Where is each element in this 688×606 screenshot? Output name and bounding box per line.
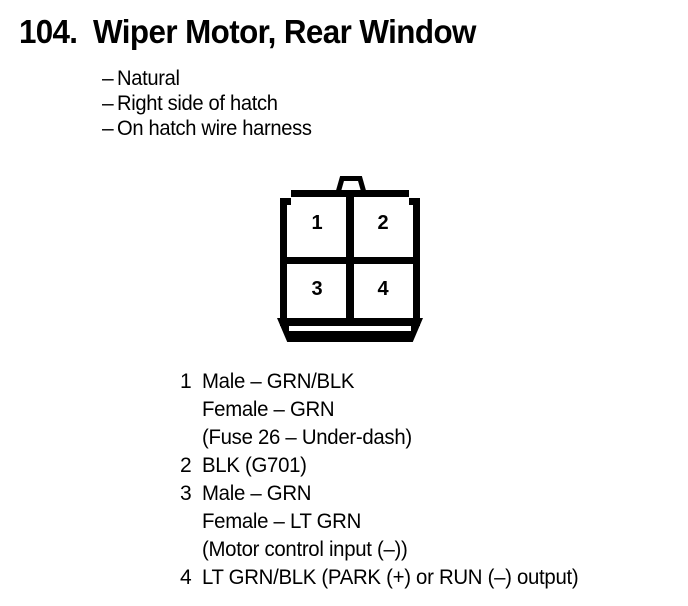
connector-diagram: 1 2 3 4 — [275, 176, 425, 348]
description-label: Natural — [117, 67, 180, 90]
legend-pin-number: 4 — [180, 566, 192, 589]
connector-shoulder-left — [280, 190, 291, 200]
legend-line: (Motor control input (–)) — [202, 538, 408, 561]
legend-line: (Fuse 26 – Under-dash) — [202, 426, 412, 449]
legend-pin-number: 2 — [180, 454, 192, 477]
connector-pin-2: 2 — [377, 212, 389, 234]
legend-entry-3: 3 Male – GRN Female – LT GRN (Motor cont… — [180, 480, 680, 564]
connector-number: 104. — [19, 13, 78, 50]
connector-shoulder-left-edge — [280, 198, 291, 205]
legend-line: LT GRN/BLK (PARK (+) or RUN (–) output) — [202, 566, 579, 589]
legend-pin-description: LT GRN/BLK (PARK (+) or RUN (–) output) — [202, 564, 680, 592]
connector-divider-vertical — [346, 190, 354, 326]
page-title: 104. Wiper Motor, Rear Window — [19, 13, 496, 51]
description-label: Right side of hatch — [117, 92, 278, 115]
legend-entry-4: 4 LT GRN/BLK (PARK (+) or RUN (–) output… — [180, 564, 680, 592]
legend-line: BLK (G701) — [202, 454, 307, 477]
legend-entry-2: 2 BLK (G701) — [180, 452, 680, 480]
connector-pin-1: 1 — [311, 212, 323, 234]
dash-bullet-icon: – — [102, 92, 114, 115]
connector-pin-4: 4 — [377, 278, 389, 300]
connector-shoulder-right — [409, 190, 420, 200]
dash-bullet-icon: – — [102, 117, 114, 140]
description-item: – Natural — [102, 66, 572, 91]
legend-line: Female – LT GRN — [202, 510, 362, 533]
connector-shoulder-right-edge — [409, 198, 420, 205]
description-label: On hatch wire harness — [117, 117, 312, 140]
legend-pin-description: Male – GRN/BLK Female – GRN (Fuse 26 – U… — [202, 368, 680, 452]
description-item: – Right side of hatch — [102, 91, 572, 116]
connector-title: Wiper Motor, Rear Window — [93, 13, 477, 50]
description-item: – On hatch wire harness — [102, 116, 572, 141]
connector-base-slot — [289, 326, 411, 331]
legend-line: Female – GRN — [202, 398, 335, 421]
dash-bullet-icon: – — [102, 67, 114, 90]
legend-pin-description: BLK (G701) — [202, 452, 680, 480]
legend-pin-description: Male – GRN Female – LT GRN (Motor contro… — [202, 480, 680, 564]
pin-legend: 1 Male – GRN/BLK Female – GRN (Fuse 26 –… — [180, 368, 680, 592]
legend-entry-1: 1 Male – GRN/BLK Female – GRN (Fuse 26 –… — [180, 368, 680, 452]
legend-line: Male – GRN/BLK — [202, 370, 355, 393]
legend-pin-number: 1 — [180, 370, 192, 393]
description-list: – Natural – Right side of hatch – On hat… — [102, 66, 572, 141]
legend-line: Male – GRN — [202, 482, 312, 505]
connector-pin-3: 3 — [311, 278, 323, 300]
legend-pin-number: 3 — [180, 482, 192, 505]
